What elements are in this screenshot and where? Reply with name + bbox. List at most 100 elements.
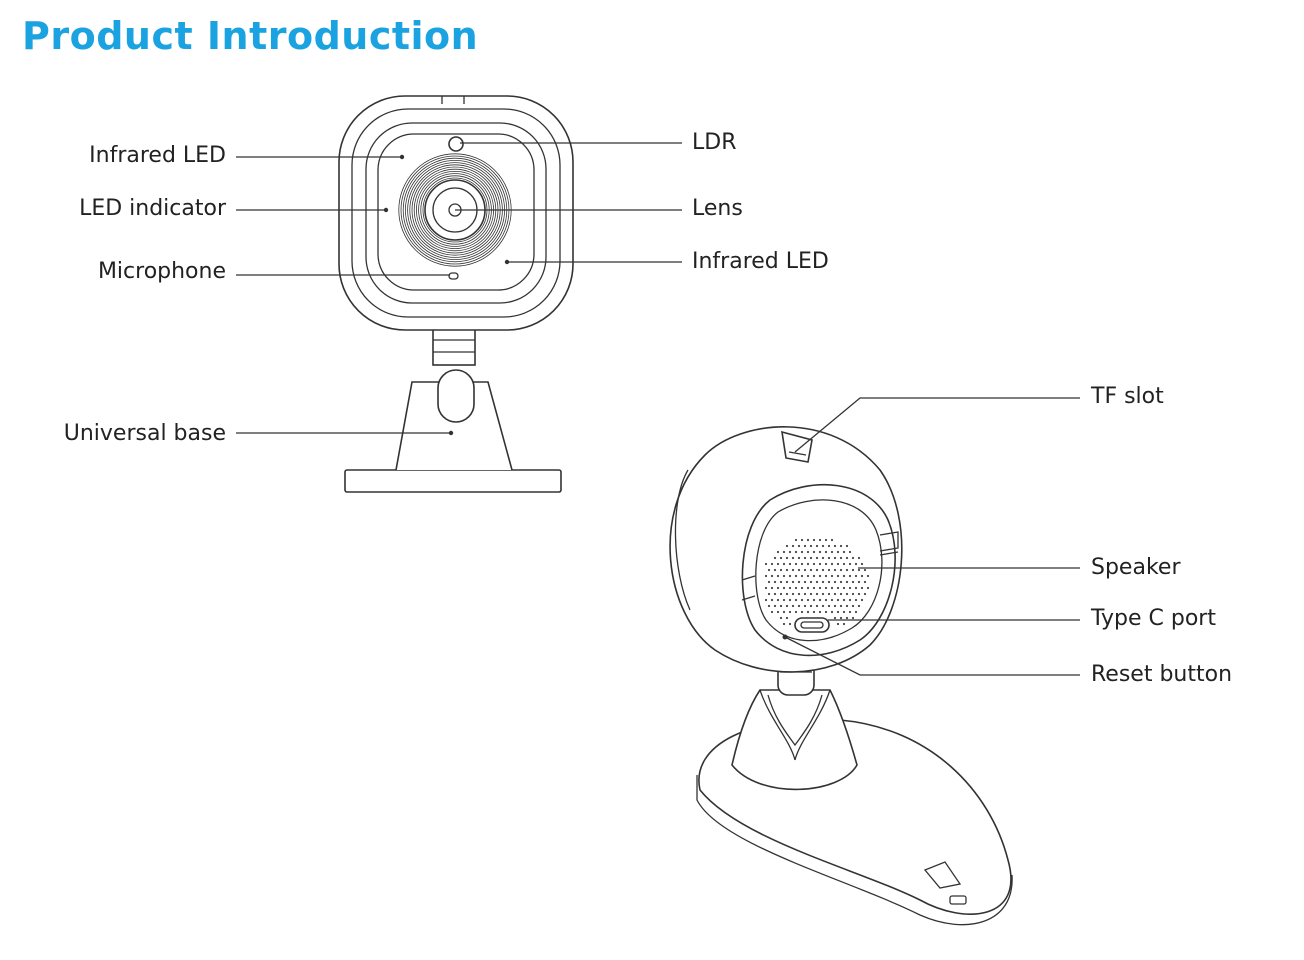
speaker-hole (821, 556, 825, 560)
speaker-hole (770, 610, 774, 614)
speaker-hole (845, 604, 849, 608)
speaker-hole (824, 538, 828, 542)
speaker-hole (854, 598, 858, 602)
page-title: Product Introduction (22, 14, 479, 58)
speaker-hole (779, 568, 783, 572)
speaker-hole (833, 616, 837, 620)
speaker-hole (824, 562, 828, 566)
speaker-hole (839, 544, 843, 548)
speaker-hole (809, 568, 813, 572)
speaker-hole (797, 544, 801, 548)
speaker-hole (791, 580, 795, 584)
speaker-hole (848, 598, 852, 602)
speaker-hole (815, 544, 819, 548)
speaker-hole (857, 604, 861, 608)
speaker-hole (812, 610, 816, 614)
speaker-hole (836, 550, 840, 554)
speaker-hole (782, 562, 786, 566)
speaker-hole (827, 604, 831, 608)
speaker-hole (800, 550, 804, 554)
speaker-hole (803, 556, 807, 560)
speaker-hole (791, 568, 795, 572)
front-camera (236, 95, 682, 493)
speaker-hole (824, 574, 828, 578)
speaker-hole (848, 562, 852, 566)
speaker-hole (776, 610, 780, 614)
speaker-hole (845, 580, 849, 584)
speaker-hole (791, 604, 795, 608)
speaker-hole (788, 610, 792, 614)
speaker-hole (773, 580, 777, 584)
speaker-hole (812, 586, 816, 590)
speaker-hole (866, 586, 870, 590)
speaker-hole (818, 574, 822, 578)
speaker-hole (854, 562, 858, 566)
speaker-hole (779, 592, 783, 596)
speaker-hole (824, 586, 828, 590)
speaker-hole (800, 598, 804, 602)
speaker-hole (854, 610, 858, 614)
speaker-hole (815, 568, 819, 572)
speaker-hole (800, 562, 804, 566)
speaker-hole (836, 598, 840, 602)
speaker-hole (821, 580, 825, 584)
speaker-hole (794, 598, 798, 602)
speaker-hole (845, 544, 849, 548)
speaker-hole (782, 610, 786, 614)
base-plate (344, 469, 562, 493)
speaker-hole (845, 592, 849, 596)
speaker-hole (797, 556, 801, 560)
speaker-hole (815, 604, 819, 608)
speaker-hole (848, 586, 852, 590)
speaker-hole (812, 598, 816, 602)
speaker-hole (866, 574, 870, 578)
speaker-hole (806, 610, 810, 614)
speaker-hole (827, 592, 831, 596)
speaker-hole (773, 592, 777, 596)
speaker-hole (806, 574, 810, 578)
label-ldr: LDR (692, 130, 737, 155)
speaker-hole (782, 586, 786, 590)
speaker-hole (812, 538, 816, 542)
speaker-hole (788, 550, 792, 554)
speaker-hole (788, 574, 792, 578)
label-reset-button: Reset button (1091, 662, 1233, 687)
speaker-hole (842, 622, 846, 626)
speaker-hole (785, 604, 789, 608)
speaker-hole (818, 598, 822, 602)
speaker-hole (809, 604, 813, 608)
speaker-hole (809, 592, 813, 596)
speaker-hole (803, 544, 807, 548)
speaker-hole (839, 616, 843, 620)
label-microphone: Microphone (97, 259, 226, 284)
speaker-hole (857, 580, 861, 584)
label-infrared-led-left: Infrared LED (89, 143, 226, 168)
speaker-hole (794, 550, 798, 554)
speaker-hole (836, 586, 840, 590)
speaker-hole (845, 568, 849, 572)
speaker-hole (857, 556, 861, 560)
speaker-hole (839, 604, 843, 608)
speaker-hole (770, 598, 774, 602)
speaker-hole (851, 616, 855, 620)
speaker-hole (788, 622, 792, 626)
speaker-hole (764, 586, 768, 590)
speaker-hole (806, 586, 810, 590)
speaker-hole (806, 550, 810, 554)
speaker-hole (830, 598, 834, 602)
speaker-hole (767, 592, 771, 596)
speaker-hole (803, 580, 807, 584)
speaker-hole (803, 568, 807, 572)
label-type-c-port: Type C port (1091, 606, 1216, 631)
speaker-hole (851, 592, 855, 596)
label-lens: Lens (692, 196, 743, 221)
label-speaker: Speaker (1091, 555, 1181, 580)
speaker-hole (833, 592, 837, 596)
back-camera (669, 397, 1080, 926)
speaker-hole (788, 598, 792, 602)
speaker-hole (845, 616, 849, 620)
speaker-hole (857, 568, 861, 572)
label-led-indicator: LED indicator (79, 196, 226, 221)
speaker-hole (818, 610, 822, 614)
